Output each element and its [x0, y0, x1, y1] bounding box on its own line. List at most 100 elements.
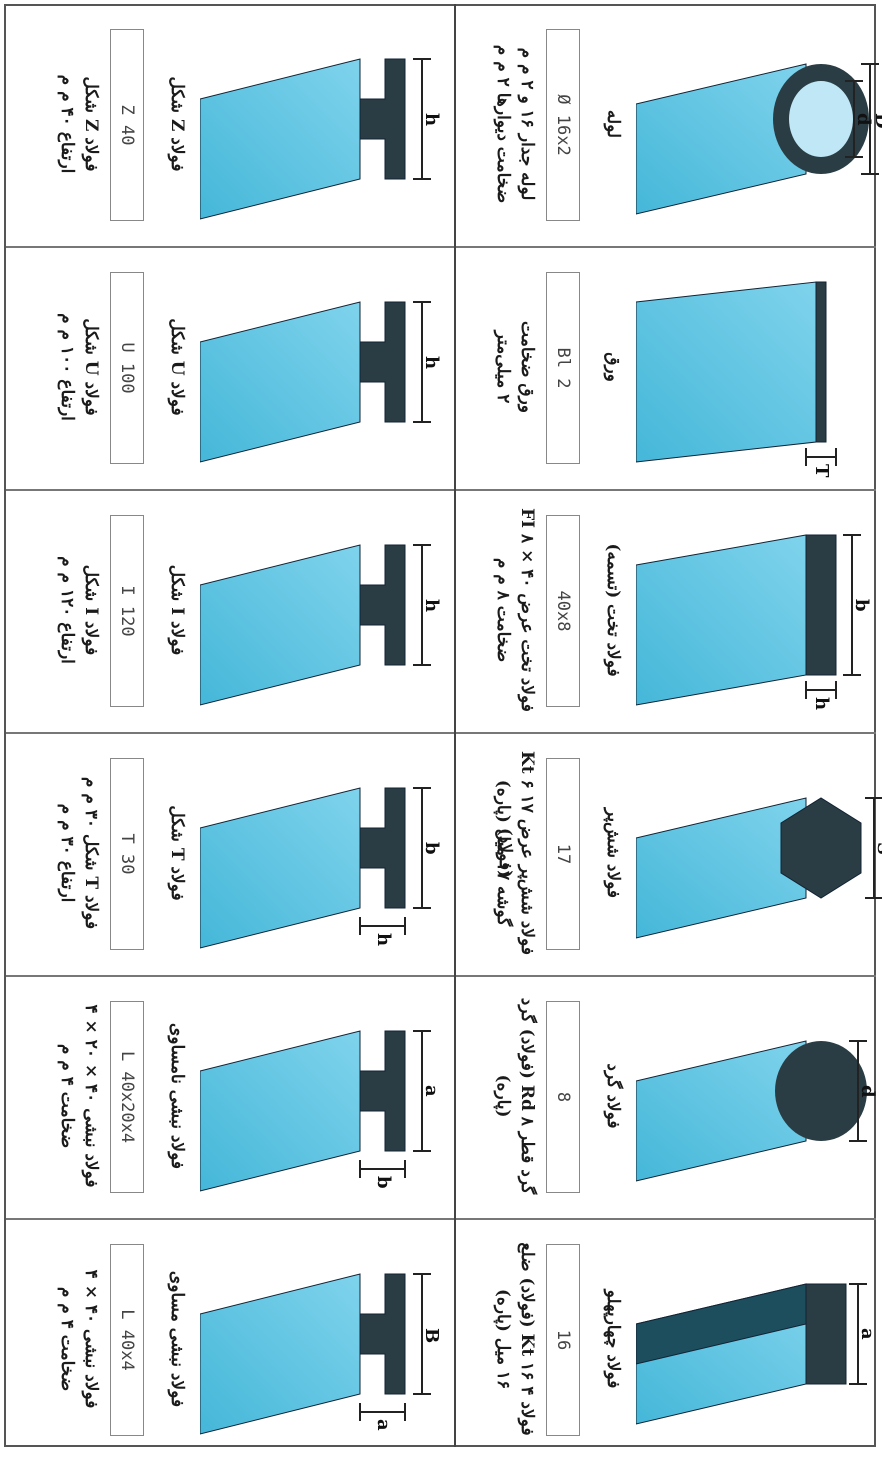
profile-code: 16 [546, 1244, 580, 1436]
column-divider [454, 4, 456, 1447]
profile-description: ورق ضخامت [517, 321, 537, 413]
profile-dimension-note: ۲ میلی‌متر [493, 330, 513, 404]
profile-name: فولاد شش‌پر [603, 807, 623, 899]
dimension-line: D [861, 63, 882, 175]
row-divider [6, 489, 454, 491]
dimension-label: h [421, 113, 442, 126]
profile-code: Bl 2 [546, 272, 580, 464]
dimension-line: T [805, 448, 837, 478]
profile-description: فولاد I شکل [81, 564, 101, 656]
dimension-line: b [359, 1160, 406, 1189]
dimension-label: D [871, 113, 882, 129]
profile-name: فولاد تخت (تسمه) [603, 543, 623, 677]
dimension-line: a [849, 1283, 878, 1385]
profile-code: T 30 [110, 758, 144, 950]
dimension-label: b [373, 1176, 394, 1189]
dimension-line: h [805, 681, 837, 710]
profile-description: فولاد نبشی ۴۰ × ۲۰ × ۴ [81, 1004, 101, 1188]
dimension-label: B [421, 1328, 442, 1343]
dimension-line: h [413, 301, 442, 423]
profile-angle_eq-shape: Ba [200, 1273, 442, 1435]
profile-code: L 40x4 [110, 1244, 144, 1436]
profile-name: فولاد Z شکل [167, 76, 187, 172]
profile-description: فولاد T شکل ۳۰ م م [81, 776, 101, 930]
sheet-border [4, 4, 876, 1447]
row-divider [6, 975, 454, 977]
profile-dimension-note: ارتفاع ۱۲۰ م م [57, 556, 77, 664]
profile-code: I 120 [110, 515, 144, 707]
profile-name: فولاد T شکل [167, 805, 187, 901]
dimension-label: d [857, 1085, 878, 1098]
profile-description: گرد قطر ۸ Rd (فولاد) گرد [517, 997, 537, 1195]
profile-square-shape: a [636, 1283, 878, 1425]
dimension-label: h [373, 933, 394, 946]
row-divider [456, 489, 876, 491]
dimension-label: b [851, 599, 872, 612]
profile-dimension-note: ۱۶ میل (پاره) [493, 1288, 513, 1390]
dimension-line: d [849, 1040, 878, 1142]
dimension-label: S [873, 842, 882, 855]
profile-round-shape: d [636, 1040, 878, 1182]
row-divider [456, 246, 876, 248]
profile-name: ورق [603, 352, 623, 382]
profile-name: فولاد چهارپهلو [603, 1289, 623, 1389]
dimension-line: h [413, 544, 442, 666]
profile-hex-shape: S [636, 797, 882, 939]
profile-code: 40x8 [546, 515, 580, 707]
dimension-label: h [421, 599, 442, 612]
dimension-label: a [421, 1085, 442, 1097]
profile-description: فولاد تخت عرض ۴۰ × ۸ FI [517, 508, 537, 712]
dimension-label: T [811, 464, 832, 478]
profile-dimension-note: ارتفاع ۱۰۰ م م [57, 313, 77, 421]
profile-dimension-note: ضخامت دیوارها ۲ م م [493, 44, 513, 204]
dimension-line: b [413, 787, 442, 909]
dimension-line: h [359, 917, 406, 946]
profile-sheet-shape: T [636, 281, 837, 478]
dimension-label: a [373, 1419, 394, 1431]
profile-name: فولاد گرد [603, 1063, 623, 1129]
dimension-line: B [413, 1273, 442, 1395]
dimension-label: d [853, 113, 874, 126]
profile-t-shape: bh [200, 787, 442, 949]
dimension-line: d [845, 80, 874, 158]
dimension-label: h [421, 356, 442, 369]
profile-flat-shape: bh [636, 534, 872, 710]
row-divider [456, 732, 876, 734]
profile-dimension-note: ارتفاع ۳۰ م م [57, 803, 77, 903]
profile-name: فولاد نبشی مساوی [167, 1270, 187, 1408]
profile-angle_uneq-shape: ab [200, 1030, 442, 1192]
profile-name: فولاد نبشی نامساوی [167, 1022, 187, 1170]
row-divider [6, 246, 454, 248]
dimension-line: a [413, 1030, 442, 1152]
dimension-label: b [421, 842, 442, 855]
dimension-line: a [359, 1403, 406, 1431]
profile-description: فولاد Z شکل [81, 76, 101, 172]
dimension-label: h [811, 697, 832, 710]
profile-name: لوله [603, 109, 623, 139]
dimension-line: h [413, 58, 442, 180]
profile-description: فولاد U شکل [81, 318, 101, 416]
profile-code: Z 40 [110, 29, 144, 221]
profile-dimension-note: ارتفاع ۴۰ م م [57, 74, 77, 174]
row-divider [456, 1218, 876, 1220]
profile-description: فولاد نبشی ۴۰ × ۴ [81, 1269, 101, 1409]
profile-dimension-note: (پاره) [493, 1074, 513, 1118]
profile-dimension-note: ضخامت ۴ م م [57, 1286, 77, 1392]
